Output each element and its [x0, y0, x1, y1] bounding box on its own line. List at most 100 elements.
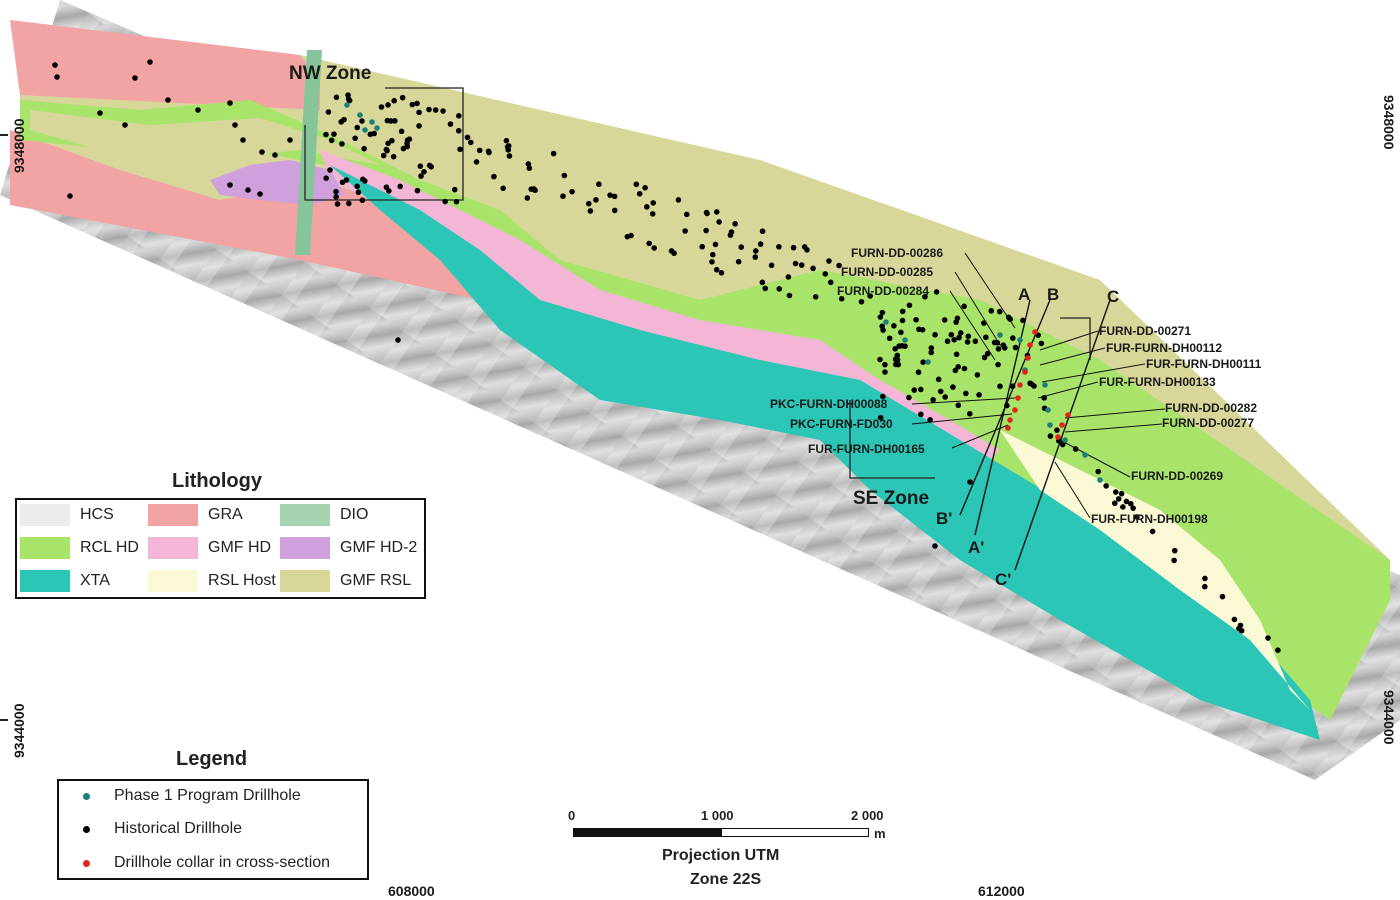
lith-item-dio: DIO	[280, 504, 368, 526]
historical-drillhole-dot	[882, 369, 888, 375]
historical-dot-icon	[83, 825, 90, 833]
historical-drillhole-dot	[942, 394, 948, 400]
historical-drillhole-dot	[341, 116, 347, 123]
historical-drillhole-dot	[328, 137, 335, 144]
historical-drillhole-dot	[952, 367, 959, 374]
historical-drillhole-dot	[421, 168, 427, 175]
historical-drillhole-dot	[339, 179, 346, 186]
section-c-prime-label: C'	[995, 570, 1011, 589]
historical-drillhole-dot	[899, 342, 905, 349]
phase1-drillhole-dot	[925, 359, 931, 365]
phase1-drillhole-dot	[1045, 407, 1051, 413]
historical-drillhole-dot	[67, 193, 73, 199]
historical-drillhole-dot	[877, 314, 884, 320]
phase1-drillhole-dot	[369, 119, 375, 125]
historical-drillhole-dot	[500, 185, 507, 192]
historical-drillhole-dot	[386, 188, 392, 194]
historical-drillhole-dot	[333, 194, 339, 200]
historical-drillhole-dot	[455, 127, 462, 134]
historical-drillhole-dot	[333, 94, 340, 101]
historical-drillhole-dot	[416, 109, 422, 116]
historical-drillhole-dot	[367, 131, 374, 138]
se-zone-label: SE Zone	[853, 488, 929, 509]
historical-drillhole-dot	[966, 410, 973, 417]
section-line-c	[1014, 299, 1111, 571]
historical-drillhole-dot	[485, 148, 492, 155]
historical-drillhole-dot	[385, 102, 391, 108]
historical-drillhole-dot	[287, 137, 293, 143]
historical-drillhole-dot	[1041, 395, 1048, 401]
historical-drillhole-dot	[359, 197, 366, 204]
historical-drillhole-dot	[703, 227, 709, 234]
historical-drillhole-dot	[727, 232, 734, 238]
drillhole-label: FURN-DD-00269	[1131, 469, 1223, 483]
lith-label: XTA	[80, 572, 110, 589]
historical-drillhole-dot	[1275, 647, 1281, 654]
historical-drillhole-dot	[867, 293, 873, 299]
historical-drillhole-dot	[899, 308, 906, 315]
historical-drillhole-dot	[259, 149, 265, 155]
historical-drillhole-dot	[892, 356, 899, 363]
historical-drillhole-dot	[1112, 489, 1119, 495]
historical-drillhole-dot	[995, 361, 1001, 368]
historical-drillhole-dot	[505, 143, 512, 149]
historical-drillhole-dot	[323, 131, 329, 138]
section-c-label: C	[1107, 287, 1119, 306]
historical-drillhole-dot	[593, 197, 599, 203]
historical-drillhole-dot	[1171, 557, 1177, 564]
historical-drillhole-dot	[646, 240, 652, 247]
historical-drillhole-dot	[880, 393, 886, 400]
drillhole-label: FUR-FURN-DH00112	[1106, 341, 1222, 355]
historical-drillhole-dot	[699, 243, 705, 250]
historical-drillhole-dot	[713, 209, 720, 215]
legend-item-collar: Drillhole collar in cross-section	[79, 854, 330, 872]
historical-drillhole-dot	[165, 97, 171, 103]
historical-drillhole-dot	[991, 339, 998, 346]
historical-drillhole-dot	[624, 233, 631, 240]
historical-drillhole-dot	[1219, 593, 1226, 600]
historical-drillhole-dot	[390, 153, 397, 160]
historical-drillhole-dot	[1095, 468, 1102, 475]
historical-drillhole-dot	[877, 356, 883, 363]
historical-drillhole-dot	[801, 244, 808, 250]
historical-drillhole-dot	[587, 208, 594, 214]
historical-drillhole-dot	[354, 124, 361, 131]
historical-drillhole-dot	[964, 339, 971, 345]
lith-rsl-host	[1000, 430, 1310, 710]
historical-drillhole-dot	[776, 244, 782, 250]
historical-drillhole-dot	[997, 383, 1003, 390]
drillhole-label: PKC-FURN-DH00088	[770, 397, 888, 411]
historical-drillhole-dot	[882, 361, 888, 368]
lith-label: RCL HD	[80, 539, 139, 556]
historical-drillhole-dot	[768, 262, 775, 269]
historical-drillhole-dot	[1047, 433, 1054, 439]
collar-dot-icon	[83, 859, 90, 867]
historical-drillhole-dot	[331, 131, 337, 137]
historical-drillhole-dot	[467, 139, 474, 146]
historical-drillhole-dot	[418, 173, 424, 179]
historical-drillhole-dot	[257, 191, 263, 197]
historical-drillhole-dot	[503, 137, 510, 144]
historical-drillhole-dot	[644, 204, 650, 210]
phase1-drillhole-dot	[1047, 422, 1053, 428]
historical-drillhole-dot	[432, 107, 439, 113]
coord-left-bottom: 9344000	[11, 703, 27, 758]
se-zone-box-right	[1060, 317, 1091, 360]
historical-drillhole-dot	[1171, 547, 1178, 554]
cross-section-collars	[1005, 329, 1071, 440]
phase1-drillhole-dot	[357, 112, 363, 118]
legend-item-historical: Historical Drillhole	[79, 820, 242, 838]
historical-drillhole-dot	[397, 183, 403, 190]
historical-drillhole-dot	[1072, 446, 1079, 452]
historical-drillhole-dot	[683, 211, 690, 218]
historical-drillhole-dot	[704, 210, 710, 217]
lith-label: DIO	[340, 506, 369, 523]
phase1-dot-icon	[83, 792, 90, 800]
historical-drillhole-dot	[1118, 490, 1125, 497]
historical-drillhole-dot	[607, 192, 613, 198]
scale-tick-2000: 2 000	[851, 808, 884, 823]
historical-drillhole-dot	[596, 181, 602, 188]
lith-swatch	[148, 570, 198, 592]
historical-drillhole-dot	[406, 136, 413, 142]
historical-drillhole-dot	[709, 251, 716, 258]
